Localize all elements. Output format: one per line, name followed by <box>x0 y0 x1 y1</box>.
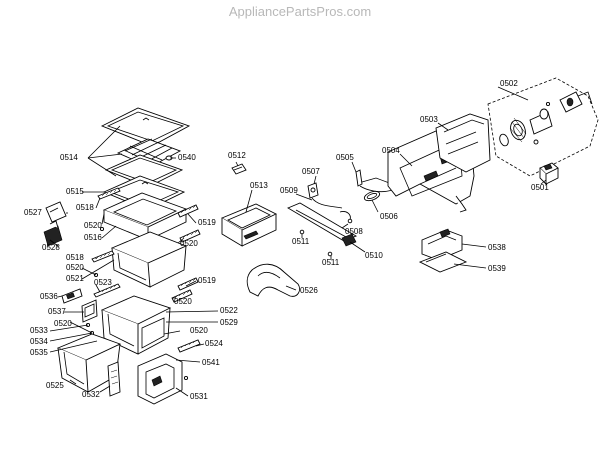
label-0535: 0535 <box>30 348 48 357</box>
label-0520-b: 0520 <box>180 239 198 248</box>
label-0508: 0508 <box>345 227 363 236</box>
label-0504: 0504 <box>382 146 400 155</box>
label-0503: 0503 <box>420 115 438 124</box>
label-0540: 0540 <box>178 153 196 162</box>
label-0506: 0506 <box>380 212 398 221</box>
label-0519-a: 0519 <box>198 218 216 227</box>
label-0536: 0536 <box>40 292 58 301</box>
label-0511-b: 0511 <box>322 258 340 267</box>
label-0537: 0537 <box>48 307 66 316</box>
label-0539: 0539 <box>488 264 506 273</box>
center-parts <box>221 163 425 297</box>
label-0511-a: 0511 <box>292 237 310 246</box>
label-0507: 0507 <box>302 167 320 176</box>
shelf-assembly-top <box>97 107 191 211</box>
label-0502: 0502 <box>500 79 518 88</box>
label-0512: 0512 <box>228 151 246 160</box>
crisper-drawer-lower <box>43 201 201 405</box>
label-0541: 0541 <box>202 358 220 367</box>
label-0520-a: 0520 <box>84 221 102 230</box>
label-0520-e: 0520 <box>54 319 72 328</box>
label-0533: 0533 <box>30 326 48 335</box>
label-0510: 0510 <box>365 251 383 260</box>
part-number-labels: 0502 0503 0504 0505 0506 0507 0508 0509 … <box>24 79 549 401</box>
label-0529: 0529 <box>220 318 238 327</box>
label-0518-a: 0518 <box>76 203 94 212</box>
label-0514: 0514 <box>60 153 78 162</box>
label-0518-b: 0518 <box>66 253 84 262</box>
label-0526: 0526 <box>300 286 318 295</box>
label-0515: 0515 <box>66 187 84 196</box>
leader-lines <box>49 86 547 397</box>
site-watermark: AppliancePartsPros.com <box>228 4 372 19</box>
label-0509: 0509 <box>280 186 298 195</box>
label-0505: 0505 <box>336 153 354 162</box>
label-0520-c: 0520 <box>66 263 84 272</box>
label-0528: 0528 <box>42 243 60 252</box>
label-0520-d: 0520 <box>174 297 192 306</box>
label-0531: 0531 <box>190 392 208 401</box>
label-0532: 0532 <box>82 390 100 399</box>
label-0524: 0524 <box>205 339 223 348</box>
label-0523: 0523 <box>94 278 112 287</box>
label-0516: 0516 <box>84 233 102 242</box>
ice-maker-assembly <box>387 77 599 273</box>
label-0525: 0525 <box>46 381 64 390</box>
label-0513: 0513 <box>250 181 268 190</box>
label-0527: 0527 <box>24 208 42 217</box>
label-0522: 0522 <box>220 306 238 315</box>
label-0534: 0534 <box>30 337 48 346</box>
label-0519-b: 0519 <box>198 276 216 285</box>
label-0501: 0501 <box>531 183 549 192</box>
crisper-drawer-upper <box>91 192 201 303</box>
label-0520-f: 0520 <box>190 326 208 335</box>
label-0538: 0538 <box>488 243 506 252</box>
label-0521: 0521 <box>66 274 84 283</box>
